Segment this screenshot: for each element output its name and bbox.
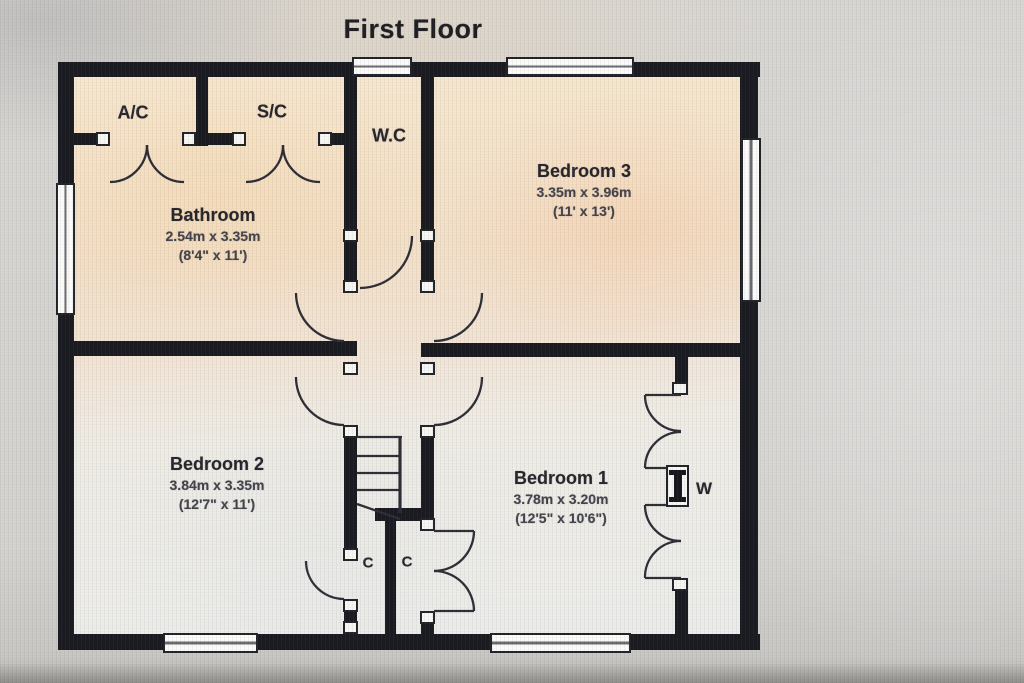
door-jamb — [420, 362, 435, 375]
wall-corridor-left — [344, 438, 357, 548]
room-label-sc: S/C — [257, 100, 287, 123]
door-jamb — [420, 518, 435, 531]
wall-understairs — [375, 508, 434, 521]
door-arc-ac-right — [145, 144, 185, 184]
wardrobe-post — [669, 470, 686, 475]
room-label-bathroom: Bathroom 2.54m x 3.35m (8'4" x 11') — [166, 204, 261, 264]
wall-middle-left — [58, 341, 357, 356]
wall-wardrobe — [675, 357, 688, 382]
door-jamb — [343, 599, 358, 612]
wall-closet-row — [74, 133, 98, 145]
room-label-bedroom2: Bedroom 2 3.84m x 3.35m (12'7" x 11') — [170, 453, 265, 513]
window-bedroom3-top — [506, 57, 634, 76]
door-jamb — [96, 132, 110, 146]
stairs-diagonal — [356, 502, 401, 521]
bathroom-imperial: (8'4" x 11') — [178, 246, 248, 263]
door-jamb — [318, 132, 332, 146]
bedroom2-metric: 3.84m x 3.35m — [169, 477, 265, 494]
wall-ac-sc-divider — [196, 76, 208, 146]
room-label-wc: W.C — [372, 124, 406, 147]
cupboard-right-label: C — [401, 553, 413, 571]
window-bathroom — [56, 183, 75, 315]
wardrobe-post — [674, 473, 682, 499]
door-jamb — [420, 229, 435, 242]
room-label-bedroom3: Bedroom 3 3.35m x 3.96m (11' x 13') — [537, 160, 632, 220]
door-jamb — [232, 132, 246, 146]
door-jamb — [420, 611, 435, 624]
door-arc-bathroom — [294, 292, 345, 343]
plan-title: First Floor — [343, 14, 483, 44]
door-arc-cupboard-right-bottom — [433, 569, 476, 612]
door-jamb — [343, 425, 358, 438]
door-arc-wardrobe — [643, 430, 682, 469]
photo-bottom-edge — [0, 664, 1024, 683]
wall-cupboard-divider — [385, 521, 396, 636]
wc-label: W.C — [372, 125, 406, 146]
door-jamb — [343, 229, 358, 242]
door-arc-wardrobe — [643, 394, 682, 433]
door-arc-cupboard-left — [304, 560, 345, 601]
window-bedroom3-right — [741, 138, 761, 302]
door-arc-wardrobe — [643, 539, 682, 579]
window-bedroom2 — [163, 633, 258, 653]
room-label-bedroom1: Bedroom 1 3.78m x 3.20m (12'5" x 10'6") — [514, 467, 609, 527]
door-jamb — [343, 280, 358, 293]
wardrobe-post — [669, 497, 686, 502]
bedroom1-name: Bedroom 1 — [513, 468, 609, 489]
wall-corridor-right — [421, 438, 434, 518]
ac-label: A/C — [117, 102, 149, 123]
bedroom3-imperial: (11' x 13') — [553, 202, 615, 219]
door-arc-ac-left — [109, 144, 149, 184]
bedroom3-metric: 3.35m x 3.96m — [536, 184, 632, 201]
bedroom2-name: Bedroom 2 — [169, 454, 265, 475]
cupboard-left-label: C — [362, 554, 374, 572]
door-jamb — [182, 132, 196, 146]
door-arc-sc-right — [281, 144, 321, 184]
door-jamb — [420, 425, 435, 438]
door-jamb — [343, 362, 358, 375]
wall-corridor-right — [421, 242, 434, 280]
door-arc-wardrobe — [643, 504, 682, 543]
door-jamb — [343, 548, 358, 561]
wall-closet-row — [196, 133, 234, 145]
bedroom1-metric: 3.78m x 3.20m — [513, 491, 609, 508]
wall-corridor-right — [421, 76, 434, 229]
wall-corridor-left — [344, 76, 357, 229]
window-bedroom1 — [490, 633, 631, 653]
bathroom-name: Bathroom — [170, 205, 256, 226]
window-top-wc — [352, 57, 412, 76]
door-arc-bedroom1 — [433, 376, 484, 427]
bedroom1-imperial: (12'5" x 10'6") — [515, 509, 607, 526]
door-jamb — [420, 280, 435, 293]
door-arc-bedroom3 — [433, 292, 484, 343]
bedroom3-name: Bedroom 3 — [536, 161, 632, 182]
door-arc-wc — [359, 235, 414, 290]
room-label-ac: A/C — [118, 101, 149, 124]
bathroom-metric: 2.54m x 3.35m — [165, 228, 261, 245]
door-arc-sc-left — [245, 144, 285, 184]
wall-wardrobe — [675, 591, 688, 636]
door-arc-cupboard-right-top — [433, 530, 476, 573]
door-arc-bedroom2 — [294, 376, 345, 427]
sc-label: S/C — [256, 101, 288, 122]
wardrobe-label: W — [695, 479, 713, 498]
wall-corridor-right — [421, 624, 434, 636]
wall-corridor-left — [344, 242, 357, 280]
door-jamb — [343, 621, 358, 634]
wall-middle-right — [421, 343, 742, 357]
bedroom2-imperial: (12'7" x 11') — [178, 495, 256, 512]
